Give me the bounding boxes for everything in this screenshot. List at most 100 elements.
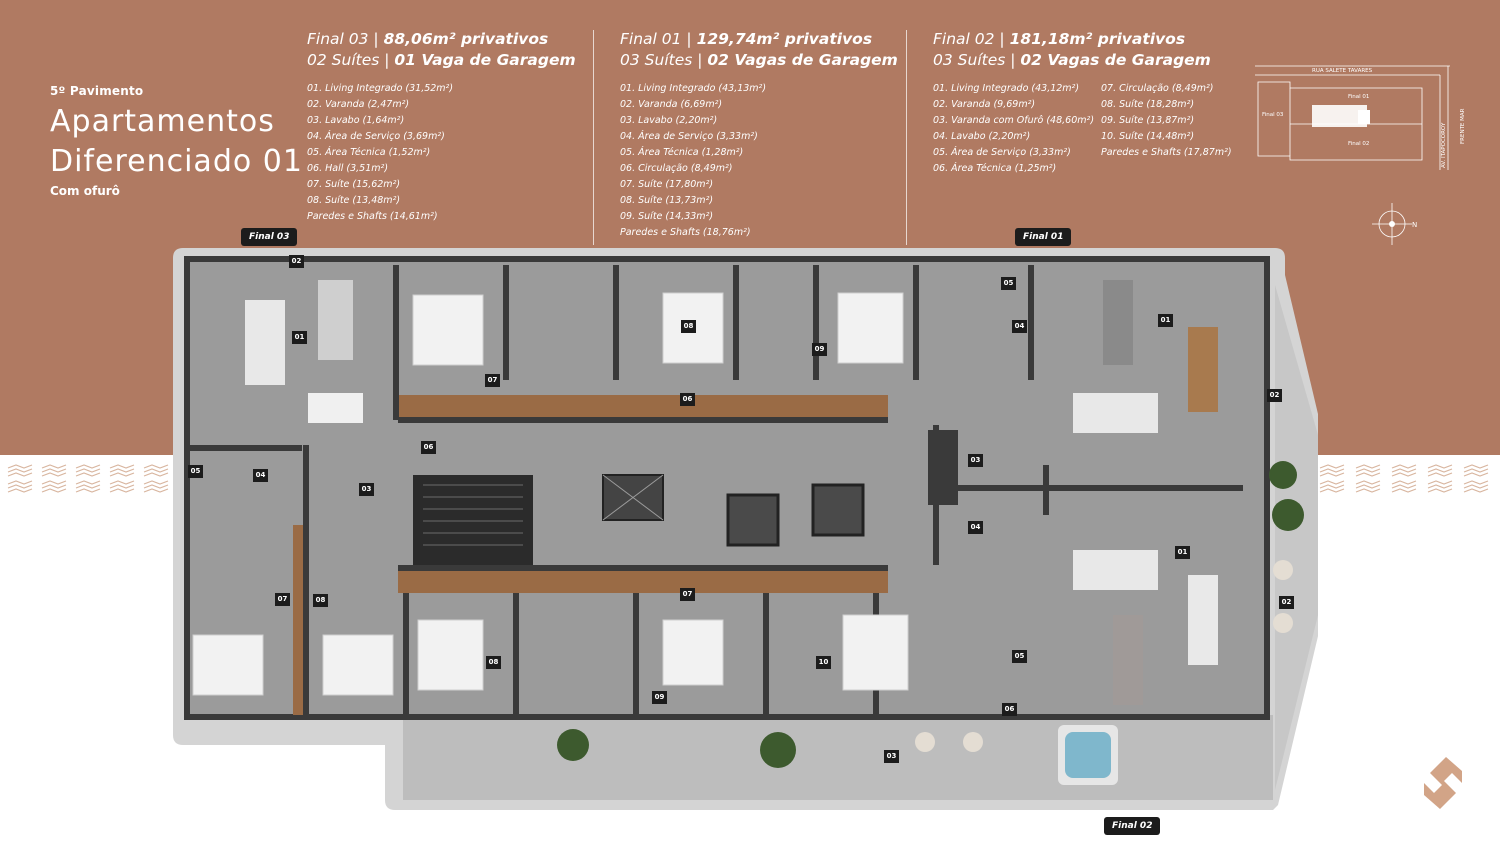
unit-heading-1: Final 01 | 129,74m² privativos [620, 29, 898, 50]
sea-front-label: FRENTE MAR [1460, 108, 1466, 144]
room-item: Paredes e Shafts (14,61m²) [307, 211, 438, 222]
room-item: 03. Lavabo (2,20m²) [620, 115, 718, 126]
room-list: 01. Living Integrado (31,52m²) 02. Varan… [307, 81, 576, 225]
room-item: Paredes e Shafts (18,76m²) [620, 227, 751, 238]
floor-plan [173, 248, 1318, 810]
street-right-label: AV. ITAPOCOROY [1441, 122, 1447, 168]
room-item: 09. Suíte (14,33m²) [620, 211, 714, 222]
room-marker: 03 [359, 483, 374, 496]
unit-heading-text: Final 01 | [620, 30, 697, 48]
room-marker: 08 [681, 320, 696, 333]
room-item: 06. Circulação (8,49m²) [620, 163, 733, 174]
room-marker: 03 [968, 454, 983, 467]
tag-final-01: Final 01 [1015, 228, 1072, 246]
room-marker: 01 [1175, 546, 1190, 559]
room-marker: 02 [1267, 389, 1282, 402]
room-item: 06. Área Técnica (1,25m²) [933, 163, 1057, 174]
room-item: 02. Varanda (2,47m²) [307, 99, 410, 110]
unit-area: 181,18m² privativos [1009, 30, 1186, 48]
room-marker: 08 [486, 656, 501, 669]
room-item: Paredes e Shafts (17,87m²) [1101, 147, 1232, 158]
tag-final-03: Final 03 [241, 228, 298, 246]
keymap-final02: Final 02 [1348, 141, 1369, 147]
room-item: 05. Área Técnica (1,52m²) [307, 147, 431, 158]
room-marker: 07 [485, 374, 500, 387]
room-marker: 04 [253, 469, 268, 482]
unit-parking: 02 Vagas de Garagem [1020, 51, 1211, 69]
room-marker: 09 [812, 343, 827, 356]
unit-suites: 03 Suítes | [620, 51, 708, 69]
room-marker: 06 [1002, 703, 1017, 716]
room-item: 08. Suíte (13,48m²) [307, 195, 401, 206]
unit-parking: 01 Vaga de Garagem [394, 51, 576, 69]
compass-icon: N [1372, 203, 1417, 245]
room-marker: 07 [680, 588, 695, 601]
keymap-final03: Final 03 [1262, 112, 1284, 118]
compass-north-label: N [1412, 221, 1417, 229]
room-marker: 02 [1279, 596, 1294, 609]
unit-heading-1: Final 03 | 88,06m² privativos [307, 29, 576, 50]
room-marker: 01 [1158, 314, 1173, 327]
unit-suites: 02 Suítes | [307, 51, 395, 69]
room-item: 02. Varanda (9,69m²) [933, 99, 1036, 110]
unit-final-03: Final 03 | 88,06m² privativos 02 Suítes … [307, 29, 576, 225]
unit-heading-text: Final 03 | [307, 30, 384, 48]
room-marker: 03 [884, 750, 899, 763]
unit-heading-1: Final 02 | 181,18m² privativos [933, 29, 1211, 50]
unit-heading-2: 03 Suítes | 02 Vagas de Garagem [620, 50, 898, 71]
room-marker: 08 [313, 594, 328, 607]
room-marker: 02 [289, 255, 304, 268]
room-marker: 01 [292, 331, 307, 344]
room-item: 03. Varanda com Ofurô (48,60m²) [933, 115, 1095, 126]
room-marker: 09 [652, 691, 667, 704]
room-marker: 05 [1001, 277, 1016, 290]
page-subtitle: Com ofurô [50, 184, 120, 198]
unit-parking: 02 Vagas de Garagem [707, 51, 898, 69]
room-item: 01. Living Integrado (43,12m²) [933, 83, 1080, 94]
unit-heading-2: 02 Suítes | 01 Vaga de Garagem [307, 50, 576, 71]
page-title-line2: Diferenciado 01 [50, 144, 303, 179]
unit-heading-text: Final 02 | [933, 30, 1010, 48]
tag-final-02: Final 02 [1104, 817, 1161, 835]
room-marker: 05 [1012, 650, 1027, 663]
floor-label: 5º Pavimento [50, 84, 144, 98]
room-marker: 10 [816, 656, 831, 669]
room-item: 01. Living Integrado (31,52m²) [307, 83, 454, 94]
room-marker: 06 [680, 393, 695, 406]
keymap-final01: Final 01 [1348, 94, 1369, 100]
room-item: 02. Varanda (6,69m²) [620, 99, 723, 110]
room-item: 07. Suíte (17,80m²) [620, 179, 714, 190]
unit-area: 129,74m² privativos [696, 30, 873, 48]
unit-heading-2: 03 Suítes | 02 Vagas de Garagem [933, 50, 1211, 71]
room-item: 04. Área de Serviço (3,33m²) [620, 131, 758, 142]
room-item: 06. Hall (3,51m²) [307, 163, 389, 174]
title-block: 5º Pavimento Apartamentos Diferenciado 0… [50, 84, 303, 198]
unit-suites: 03 Suítes | [933, 51, 1021, 69]
decorative-pattern-left [7, 464, 169, 493]
room-list: 01. Living Integrado (43,13m²) 02. Varan… [620, 81, 898, 241]
room-item: 08. Suíte (18,28m²) [1101, 99, 1195, 110]
room-item: 05. Área Técnica (1,28m²) [620, 147, 744, 158]
divider [593, 30, 594, 245]
page-title-line1: Apartamentos [50, 104, 275, 139]
unit-final-02: Final 02 | 181,18m² privativos 03 Suítes… [933, 29, 1211, 177]
room-marker: 07 [275, 593, 290, 606]
brand-logo-icon [1424, 757, 1462, 809]
divider [906, 30, 907, 245]
room-marker: 04 [968, 521, 983, 534]
room-item: 01. Living Integrado (43,13m²) [620, 83, 767, 94]
decorative-pattern-right [1319, 464, 1489, 493]
room-marker: 06 [421, 441, 436, 454]
room-item: 07. Circulação (8,49m²) [1101, 83, 1214, 94]
room-item: 03. Lavabo (1,64m²) [307, 115, 405, 126]
room-item: 05. Área de Serviço (3,33m²) [933, 147, 1071, 158]
room-item: 10. Suíte (14,48m²) [1101, 131, 1195, 142]
room-list-col2: 07. Circulação (8,49m²) 08. Suíte (18,28… [1101, 81, 1232, 161]
room-marker: 05 [188, 465, 203, 478]
room-item: 07. Suíte (15,62m²) [307, 179, 401, 190]
room-marker: 04 [1012, 320, 1027, 333]
unit-area: 88,06m² privativos [383, 30, 549, 48]
room-list: 01. Living Integrado (43,12m²) 02. Varan… [933, 81, 1211, 177]
location-keymap: RUA SALETE TAVARES Final 01 Final 02 Fin… [1255, 65, 1466, 170]
unit-final-01: Final 01 | 129,74m² privativos 03 Suítes… [620, 29, 898, 241]
